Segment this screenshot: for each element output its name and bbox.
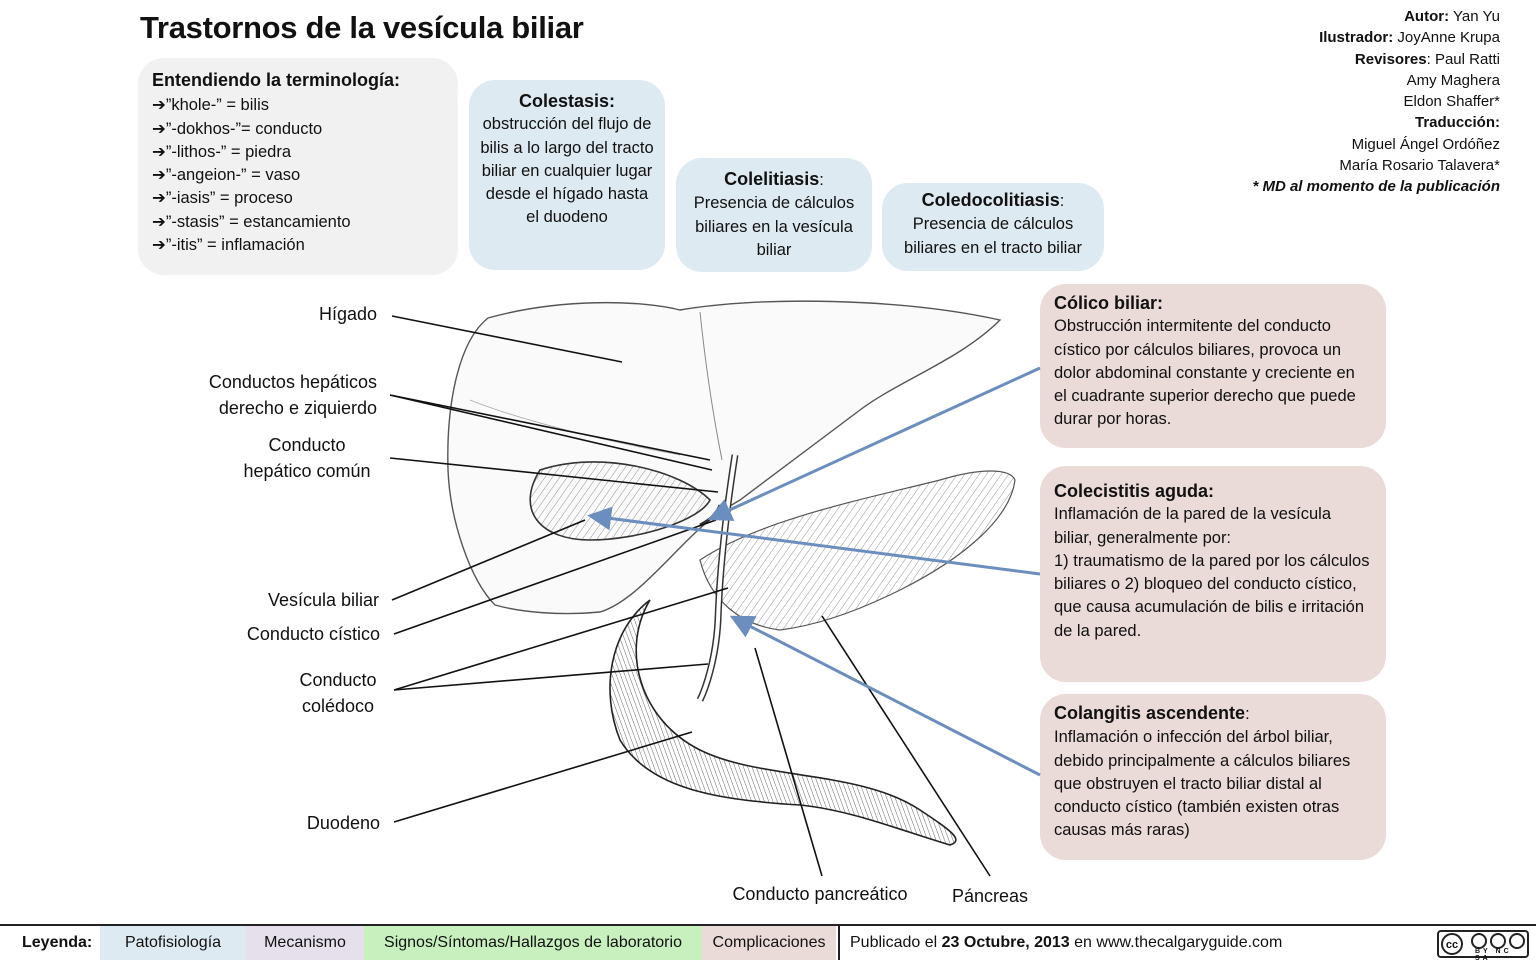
arrow-colecistitis [587, 506, 1041, 576]
reviewers-label: Revisores [1354, 50, 1427, 68]
published-date: 23 Octubre, 2013 [941, 934, 1070, 951]
colelitiasis-title: Colelitiasis [724, 169, 820, 189]
leader-coledoco [393, 587, 729, 691]
colangitis-title: Colangitis ascendente [1054, 703, 1246, 723]
cc-license-icon: cc BY NC SA [1437, 930, 1529, 962]
translator: Miguel Ángel Ordóñez [1351, 135, 1500, 153]
leader-pancreatico [754, 647, 823, 877]
leader-lines [389, 315, 991, 877]
author-label: Autor: [1404, 8, 1450, 25]
translation-label: Traducción: [1414, 114, 1500, 132]
colelitiasis-text: Presencia de cálculos biliares en la ves… [693, 194, 855, 259]
label-duodeno: Duodeno [306, 813, 380, 833]
colecistitis-title: Colecistitis aguda: [1054, 481, 1215, 501]
term-item: ➔”-dokhos-”= conducto [152, 119, 323, 138]
label-vesicula: Vesícula biliar [267, 590, 379, 610]
term-item: ➔”-itis” = inflamación [152, 236, 305, 255]
credits-note: * MD al momento de la publicación [1252, 178, 1500, 196]
coledocolitiasis-title: Coledocolitiasis [921, 190, 1060, 210]
colico-box: Cólico biliar: Obstrucción intermitente … [1040, 284, 1386, 448]
leader-vesicula [391, 519, 586, 601]
colelitiasis-box: Colelitiasis: Presencia de cálculos bili… [676, 158, 872, 272]
colestasis-title: Colestasis: [518, 91, 616, 111]
leader-coledoco [393, 663, 709, 691]
term-item: ➔”-lithos-” = piedra [152, 142, 291, 161]
gallbladder-drawing [529, 461, 711, 541]
footer: Leyenda: Patofisiología Mecanismo Signos… [0, 924, 1536, 962]
author: Yan Yu [1453, 8, 1500, 25]
legend-complications: Complicaciones [702, 926, 836, 960]
colecistitis-text: Inflamación de la pared de la vesícula b… [1054, 505, 1332, 547]
colico-text: Obstrucción intermitente del conducto cí… [1054, 317, 1356, 429]
term-item: ➔”-stasis” = estancamiento [152, 212, 351, 231]
colecistitis-list: 1) traumatismo de la pared por los cálcu… [1054, 551, 1370, 640]
terminology-box: Entendiendo la terminología: ➔”khole-” =… [138, 58, 458, 275]
leader-duodeno [393, 731, 693, 823]
coledocolitiasis-text: Presencia de cálculos biliares en el tra… [904, 215, 1082, 257]
colico-title: Cólico biliar: [1054, 293, 1164, 313]
leader-hepaticos [389, 394, 713, 471]
reviewer: Paul Ratti [1434, 50, 1500, 68]
arrow-colico [707, 366, 1041, 521]
arrow-colangitis [729, 615, 1041, 777]
illustrator: JoyAnne Krupa [1397, 29, 1500, 47]
leader-comun [389, 457, 719, 493]
reviewer: Eldon Shaffer* [1403, 93, 1500, 111]
complication-arrows [587, 366, 1041, 777]
colestasis-box: Colestasis: obstrucción del flujo de bil… [469, 80, 665, 270]
colecistitis-box: Colecistitis aguda: Inflamación de la pa… [1040, 466, 1386, 682]
term-item: ➔”-iasis” = proceso [152, 189, 293, 208]
leader-hepaticos [389, 394, 711, 461]
footer-divider [838, 926, 840, 960]
published-info: Publicado el 23 Octubre, 2013 en www.the… [850, 934, 1283, 951]
label-pancreas: Páncreas [951, 886, 1029, 906]
credits: Autor: Yan Yu Ilustrador: JoyAnne Krupa … [1252, 8, 1500, 196]
leader-higado [391, 315, 623, 363]
legend-label: Leyenda: [22, 934, 93, 951]
colangitis-text: Inflamación o infección del árbol biliar… [1054, 728, 1351, 840]
legend-pathophysiology: Patofisiología [100, 926, 246, 960]
term-item: ➔”khole-” = bilis [152, 96, 269, 115]
illustrator-label: Ilustrador: [1319, 29, 1394, 47]
translator: María Rosario Talavera* [1339, 157, 1500, 175]
leader-cistico [393, 519, 717, 635]
legend-signs: Signos/Síntomas/Hallazgos de laboratorio [364, 926, 702, 960]
term-item: ➔”-angeion-” = vaso [152, 166, 301, 185]
leader-pancreas [821, 615, 991, 877]
duodenum-drawing [609, 599, 957, 846]
terminology-heading: Entendiendo la terminología [152, 70, 395, 90]
license-text: BY NC SA [1475, 948, 1512, 962]
page-title: Trastornos de la vesícula biliar [140, 10, 584, 45]
colangitis-box: Colangitis ascendente: Inflamación o inf… [1040, 694, 1386, 860]
legend-mechanism: Mecanismo [246, 926, 364, 960]
label-higado: Hígado [318, 304, 377, 324]
reviewer: Amy Maghera [1406, 71, 1500, 89]
label-cistico: Conducto cístico [246, 624, 380, 644]
colestasis-text: obstrucción del flujo de bilis a lo larg… [480, 115, 654, 227]
label-pancreatico: Conducto pancreático [732, 884, 908, 904]
coledocolitiasis-box: Coledocolitiasis: Presencia de cálculos … [882, 183, 1104, 271]
anatomy-illustration [389, 300, 1041, 877]
